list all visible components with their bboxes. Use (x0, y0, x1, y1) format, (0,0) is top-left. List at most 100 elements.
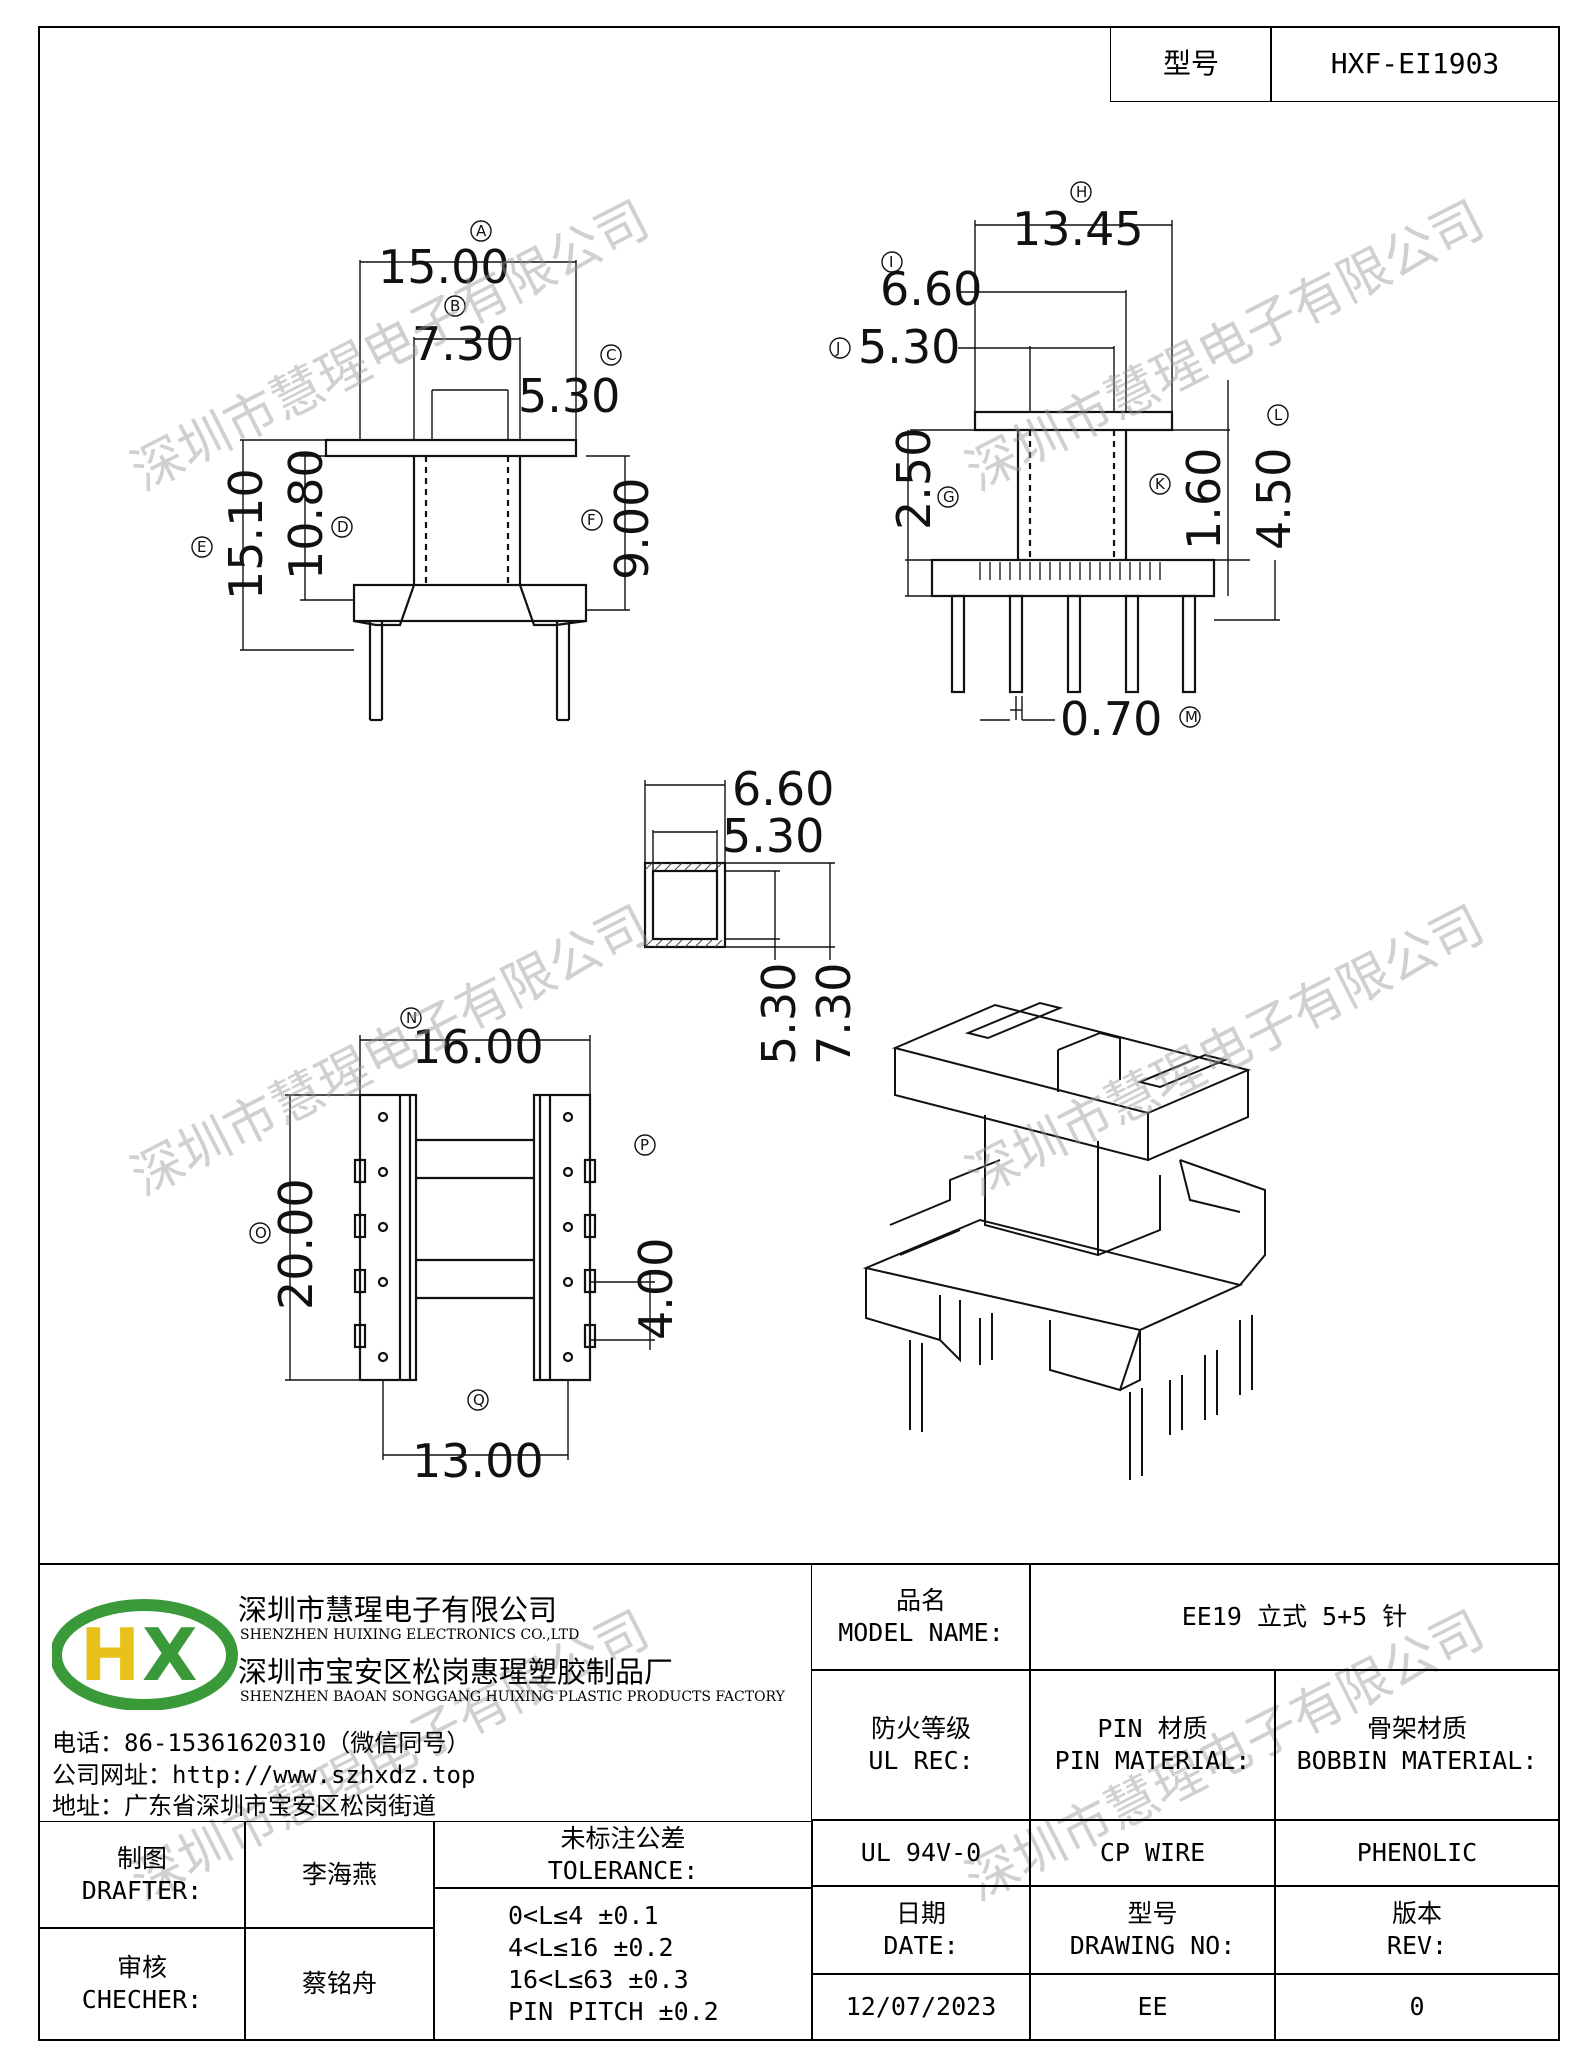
isometric-view (862, 1001, 1266, 1480)
model-name-label-en: MODEL NAME: (838, 1618, 1004, 1647)
pin-material-label-en: PIN MATERIAL: (1054, 1746, 1251, 1775)
model-label: 型号 (1162, 47, 1219, 80)
dim-j: 5.30 (858, 320, 960, 374)
dim-n: 16.00 (412, 1020, 544, 1074)
drafter-label-en: DRAFTER: (81, 1876, 203, 1905)
dim-m: 0.70 (1060, 692, 1162, 746)
tolerance-label-en: TOLERANCE: (547, 1856, 699, 1885)
svg-text:N: N (406, 1009, 417, 1027)
checker-label-cn: 审核 (116, 1953, 167, 1982)
ul-rec-label-en: UL REC: (868, 1746, 974, 1775)
bobbin-material-value-cell: PHENOLIC (1274, 1819, 1560, 1887)
drawing-no-value: EE (1137, 1992, 1168, 2021)
core-section-view: 6.60 5.30 5.30 7.30 (643, 762, 861, 1065)
drafter-label-cn: 制图 (116, 1844, 167, 1873)
company-info: H X 深圳市慧瑆电子有限公司 SHENZHEN HUIXING ELECTRO… (38, 1565, 813, 1823)
dim-a: 15.00 (378, 240, 510, 294)
svg-text:B: B (450, 297, 460, 315)
tolerance-label-cell: 未标注公差 TOLERANCE: (433, 1821, 813, 1889)
dim-core-h-inner: 5.30 (752, 963, 806, 1065)
dim-l: 4.50 (1247, 448, 1301, 550)
title-block (38, 1563, 1560, 2041)
bobbin-material-label-cell: 骨架材质 BOBBIN MATERIAL: (1274, 1669, 1560, 1821)
svg-text:A: A (476, 222, 487, 240)
dim-k: 1.60 (1177, 448, 1231, 550)
bobbin-material-value: PHENOLIC (1356, 1838, 1478, 1867)
logo-letter-h: H (80, 1613, 140, 1697)
ul-value: UL 94V-0 (860, 1838, 982, 1867)
checker-label-en: CHECHER: (81, 1985, 203, 2014)
model-value-cell: HXF-EI1903 (1270, 26, 1560, 102)
dim-e: 15.10 (219, 468, 273, 600)
date-label-en: DATE: (883, 1931, 959, 1960)
pin-material-value: CP WIRE (1099, 1838, 1206, 1867)
model-label-cell: 型号 (1110, 26, 1272, 102)
checker-name-cell: 蔡铭舟 (244, 1927, 435, 2041)
logo-letter-x: X (142, 1613, 198, 1697)
svg-text:H: H (1076, 183, 1087, 201)
rev-value: 0 (1409, 1992, 1425, 2021)
rev-label-cn: 版本 (1391, 1899, 1442, 1928)
rev-label-en: REV: (1386, 1931, 1448, 1960)
date-value-cell: 12/07/2023 (811, 1973, 1031, 2041)
tolerance-line-4: PIN PITCH ±0.2 (508, 1997, 719, 2026)
company-name-cn: 深圳市慧瑆电子有限公司 (238, 1593, 558, 1627)
svg-text:K: K (1155, 475, 1166, 493)
dim-h: 13.45 (1012, 202, 1144, 256)
svg-text:D: D (337, 518, 349, 536)
bottom-view: 16.00 20.00 4.00 13.00 NO PQ (249, 1007, 683, 1488)
dim-q: 13.00 (412, 1434, 544, 1488)
tolerance-line-1: 0<L≤4 ±0.1 (508, 1901, 659, 1930)
pin-material-value-cell: CP WIRE (1029, 1819, 1276, 1887)
dim-c: 5.30 (518, 369, 620, 423)
drawing-no-label-cell: 型号 DRAWING NO: (1029, 1885, 1276, 1975)
rev-label-cell: 版本 REV: (1274, 1885, 1560, 1975)
tolerance-line-3: 16<L≤63 ±0.3 (508, 1965, 689, 1994)
tolerance-line-2: 4<L≤16 ±0.2 (508, 1933, 674, 1962)
drawing-no-label-en: DRAWING NO: (1069, 1931, 1236, 1960)
svg-text:Q: Q (473, 1391, 485, 1409)
ul-rec-label-cell: 防火等级 UL REC: (811, 1669, 1031, 1821)
pin-material-label-cell: PIN 材质 PIN MATERIAL: (1029, 1669, 1276, 1821)
company-address: 地址：广东省深圳市宝安区松岗街道 (52, 1792, 436, 1820)
dim-i: 6.60 (880, 262, 982, 316)
ul-rec-label-cn: 防火等级 (870, 1714, 971, 1743)
svg-text:M: M (1185, 708, 1198, 726)
svg-text:J: J (835, 339, 840, 357)
drawing-no-label-cn: 型号 (1127, 1899, 1178, 1928)
bobbin-material-label-cn: 骨架材质 (1366, 1714, 1467, 1743)
factory-name-cn: 深圳市宝安区松岗惠瑆塑胶制品厂 (238, 1655, 674, 1689)
dim-o: 20.00 (269, 1178, 323, 1310)
dim-f: 9.00 (605, 478, 659, 580)
model-name-label-cn: 品名 (895, 1586, 946, 1615)
svg-text:E: E (197, 538, 206, 556)
date-label-cell: 日期 DATE: (811, 1885, 1031, 1975)
rev-value-cell: 0 (1274, 1973, 1560, 2041)
svg-text:I: I (889, 253, 893, 271)
company-website: 公司网址：http://www.szhxdz.top (52, 1761, 476, 1789)
dim-d: 10.80 (279, 448, 333, 580)
date-value: 12/07/2023 (845, 1992, 997, 2021)
tolerance-values-cell: 0<L≤4 ±0.1 4<L≤16 ±0.2 16<L≤63 ±0.3 PIN … (433, 1887, 813, 2041)
company-name-en: SHENZHEN HUIXING ELECTRONICS CO.,LTD (240, 1627, 580, 1643)
tolerance-label-cn: 未标注公差 (560, 1824, 686, 1853)
checker-name: 蔡铭舟 (301, 1969, 377, 1998)
side-view: 13.45 6.60 5.30 2.50 1.60 4.50 0.70 HIJ … (829, 181, 1301, 746)
svg-text:O: O (255, 1224, 267, 1242)
drafter-name-cell: 李海燕 (244, 1821, 435, 1929)
svg-text:C: C (606, 346, 616, 364)
svg-text:G: G (943, 488, 955, 506)
dim-b: 7.30 (412, 317, 514, 371)
pin-material-label-cn: PIN 材质 (1097, 1714, 1208, 1743)
dim-p: 4.00 (629, 1238, 683, 1340)
checker-label-cell: 审核 CHECHER: (38, 1927, 246, 2041)
factory-name-en: SHENZHEN BAOAN SONGGANG HUIXING PLASTIC … (240, 1689, 785, 1705)
date-label-cn: 日期 (895, 1899, 946, 1928)
dim-core-w-outer: 6.60 (732, 762, 834, 816)
model-name-label-cell: 品名 MODEL NAME: (811, 1563, 1031, 1671)
model-name-value: EE19 立式 5+5 针 (1181, 1602, 1408, 1631)
svg-text:L: L (1274, 406, 1283, 424)
company-logo: H X (52, 1599, 238, 1710)
drafter-name: 李海燕 (301, 1860, 377, 1889)
